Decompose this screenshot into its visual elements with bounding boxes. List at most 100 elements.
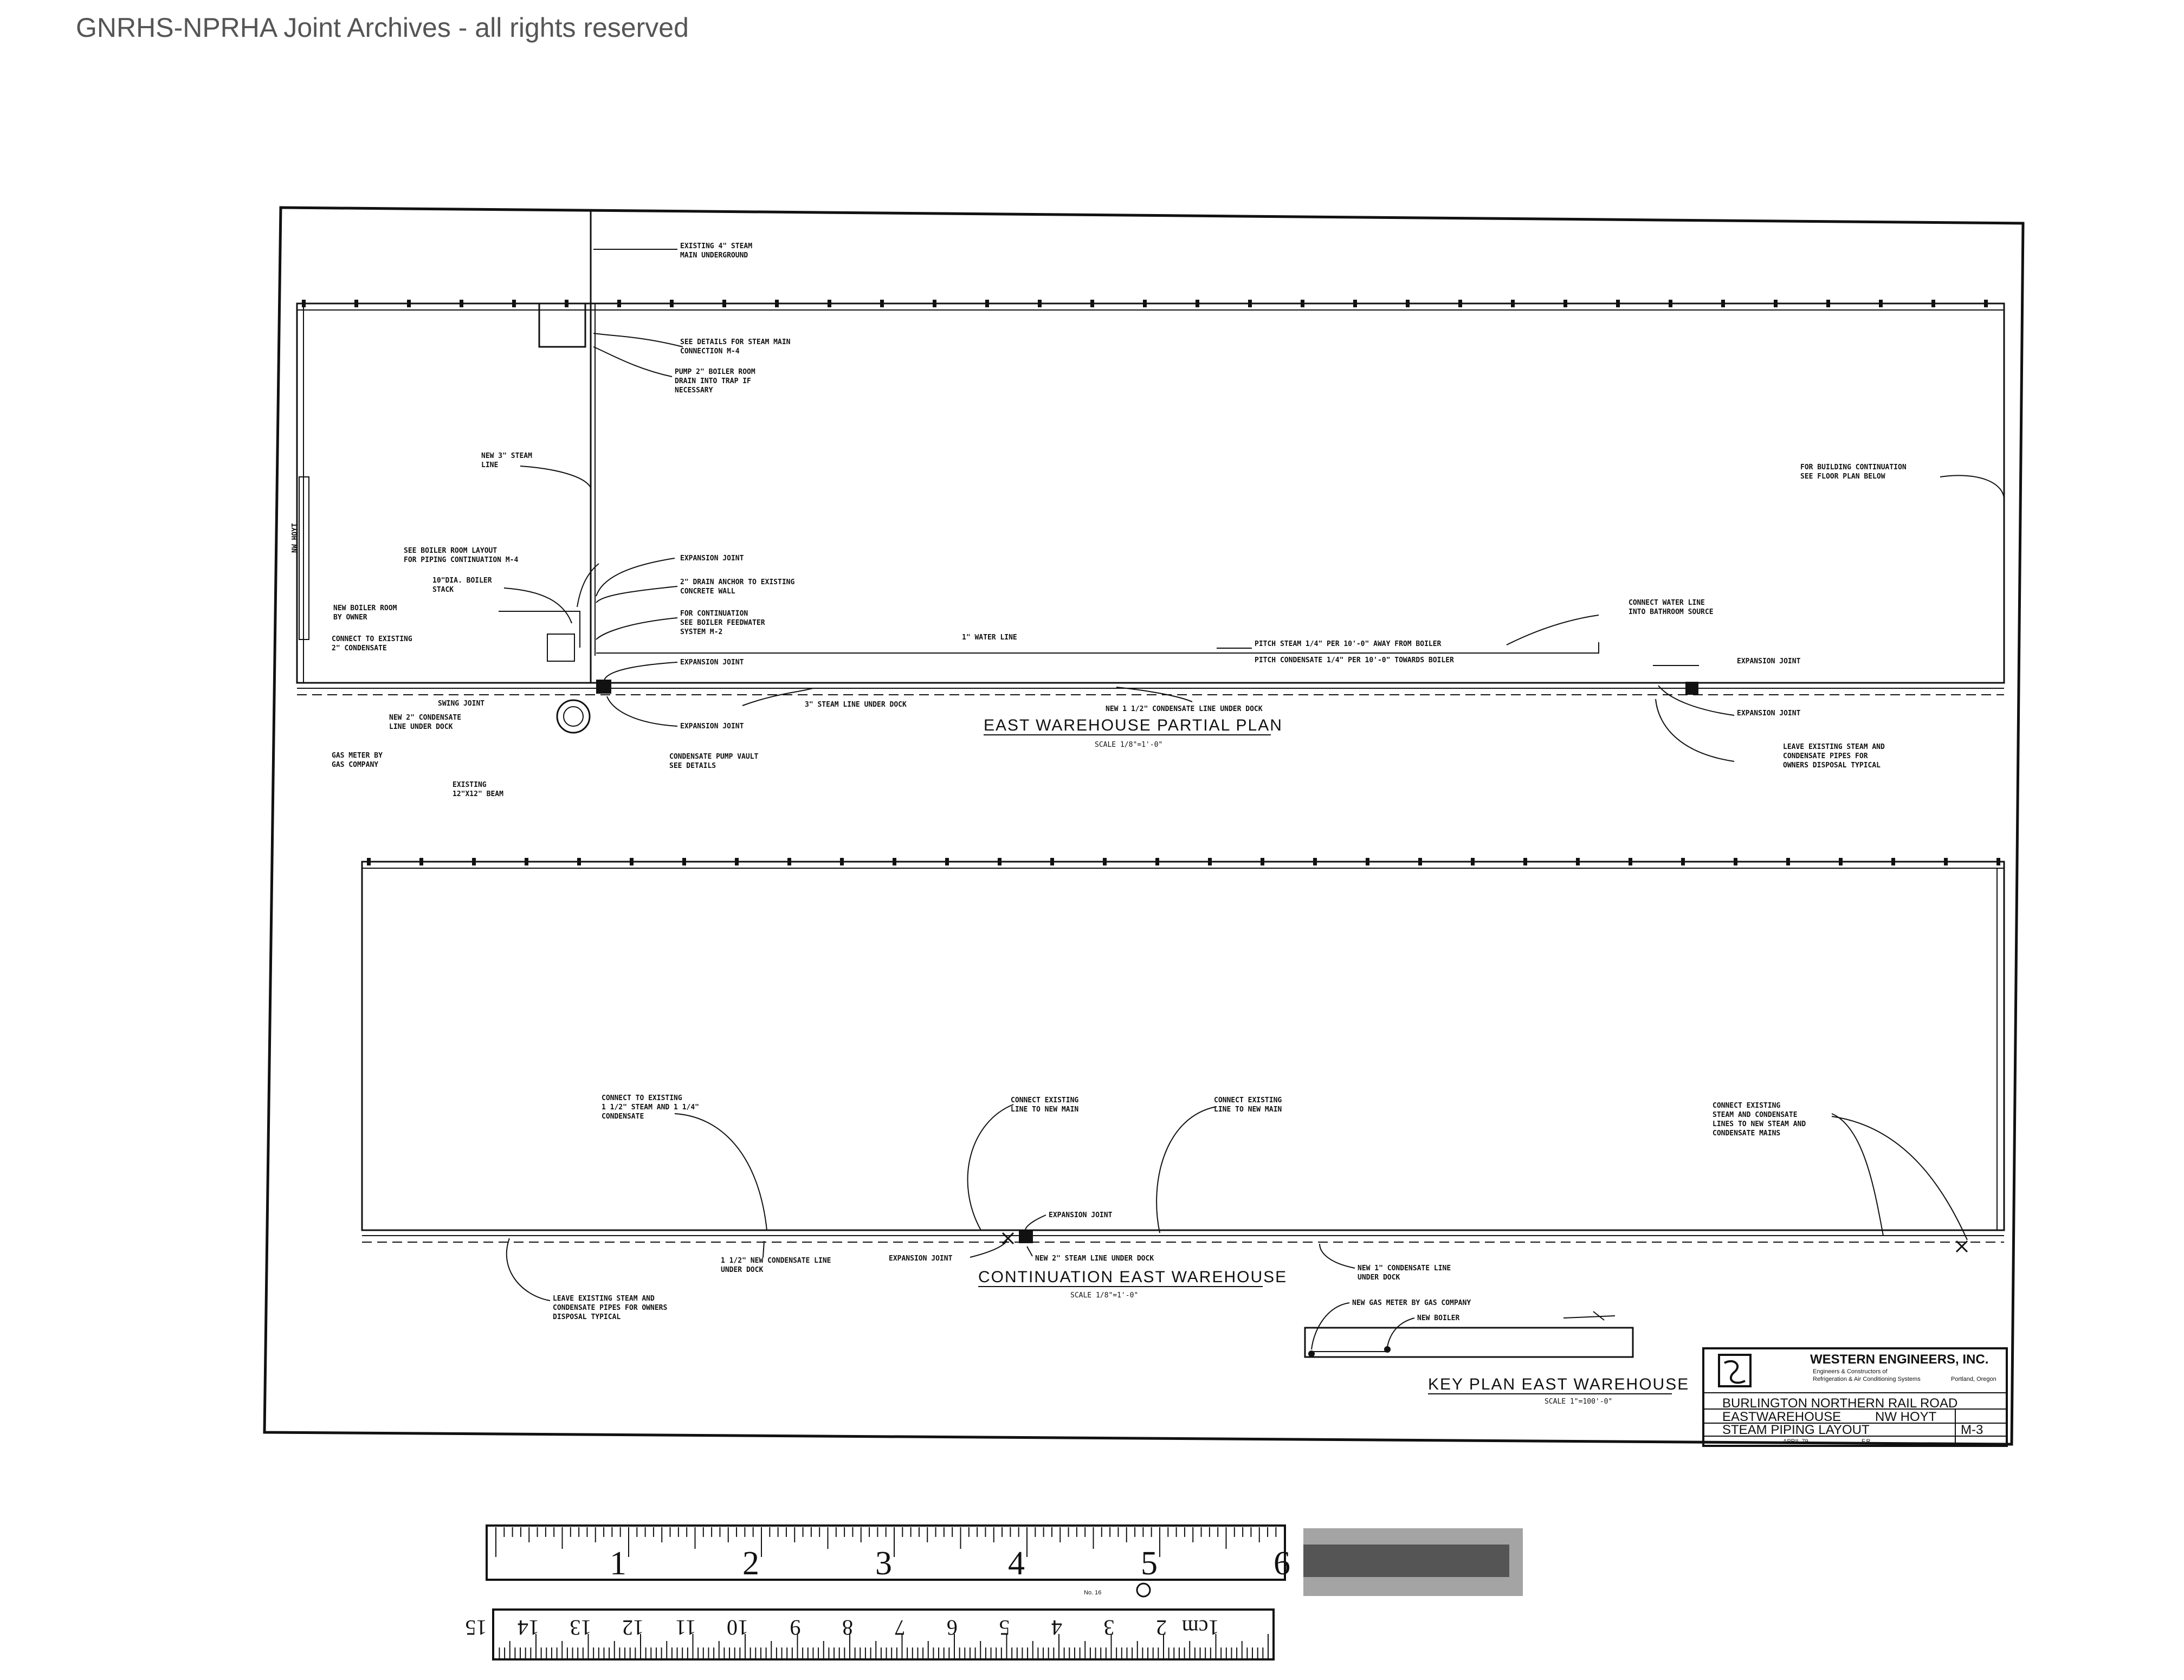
svg-text:CONDENSATE MAINS: CONDENSATE MAINS — [1713, 1129, 1780, 1138]
svg-text:SWING JOINT: SWING JOINT — [438, 700, 484, 708]
column-mark — [565, 300, 568, 307]
column-marks-bottom — [367, 858, 2000, 865]
ruler-inch-label: 3 — [875, 1545, 892, 1582]
column-mark — [630, 858, 634, 865]
svg-text:SEE BOILER ROOM LAYOUT: SEE BOILER ROOM LAYOUT — [404, 547, 497, 555]
column-mark — [998, 858, 1001, 865]
project-line2a: EASTWAREHOUSE — [1722, 1410, 1841, 1424]
svg-text:GAS METER BY: GAS METER BY — [332, 752, 383, 760]
column-mark — [419, 858, 423, 865]
column-mark — [1523, 858, 1527, 865]
svg-text:PITCH STEAM 1/4" PER 10'-0" AW: PITCH STEAM 1/4" PER 10'-0" AWAY FROM BO… — [1255, 640, 1442, 648]
column-mark — [1774, 300, 1778, 307]
column-mark — [367, 858, 371, 865]
column-mark — [1038, 300, 1042, 307]
column-mark — [1418, 858, 1422, 865]
svg-text:DISPOSAL TYPICAL: DISPOSAL TYPICAL — [553, 1313, 621, 1321]
column-mark — [682, 858, 686, 865]
svg-text:CONNECT EXISTING: CONNECT EXISTING — [1214, 1096, 1282, 1104]
ruler-cm-label: 3 — [1104, 1616, 1115, 1640]
column-mark — [1406, 300, 1410, 307]
column-mark — [1050, 858, 1054, 865]
column-mark — [1879, 300, 1883, 307]
svg-text:INTO BATHROOM SOURCE: INTO BATHROOM SOURCE — [1629, 608, 1714, 616]
svg-text:GAS COMPANY: GAS COMPANY — [332, 761, 378, 769]
svg-text:EXISTING: EXISTING — [453, 781, 487, 789]
ruler-inch-label: 6 — [1274, 1545, 1290, 1582]
column-mark — [1511, 300, 1515, 307]
column-mark — [1155, 858, 1159, 865]
column-mark — [1313, 858, 1317, 865]
svg-text:LINE TO NEW MAIN: LINE TO NEW MAIN — [1214, 1106, 1282, 1114]
continuation-outline — [361, 861, 2005, 1231]
column-mark — [460, 300, 463, 307]
svg-text:DRAIN INTO TRAP IF: DRAIN INTO TRAP IF — [675, 377, 751, 385]
column-mark — [512, 300, 516, 307]
column-mark — [1629, 858, 1632, 865]
column-mark — [775, 300, 779, 307]
column-mark — [735, 858, 739, 865]
column-mark — [1366, 858, 1369, 865]
column-mark — [1090, 300, 1094, 307]
column-mark — [1576, 858, 1580, 865]
archive-watermark: GNRHS-NPRHA Joint Archives - all rights … — [76, 12, 689, 43]
svg-text:3" STEAM LINE UNDER DOCK: 3" STEAM LINE UNDER DOCK — [805, 701, 907, 709]
column-mark — [880, 300, 884, 307]
ruler-cm-label: 11 — [675, 1616, 696, 1640]
svg-text:NEW 2" STEAM LINE UNDER DOCK: NEW 2" STEAM LINE UNDER DOCK — [1035, 1255, 1154, 1263]
svg-text:OWNERS DISPOSAL TYPICAL: OWNERS DISPOSAL TYPICAL — [1783, 761, 1881, 770]
column-mark — [840, 858, 844, 865]
svg-text:MAIN UNDERGROUND: MAIN UNDERGROUND — [680, 251, 748, 260]
column-mark — [1931, 300, 1935, 307]
svg-text:PITCH CONDENSATE 1/4" PER 10'-: PITCH CONDENSATE 1/4" PER 10'-0" TOWARDS… — [1255, 656, 1454, 664]
svg-text:PUMP 2" BOILER ROOM: PUMP 2" BOILER ROOM — [675, 368, 755, 376]
svg-text:10"DIA. BOILER: 10"DIA. BOILER — [432, 577, 492, 585]
svg-text:NEW 3" STEAM: NEW 3" STEAM — [481, 452, 532, 460]
svg-text:1" WATER LINE: 1" WATER LINE — [962, 634, 1017, 642]
svg-text:1 1/2" NEW CONDENSATE LINE: 1 1/2" NEW CONDENSATE LINE — [721, 1257, 831, 1265]
column-mark — [1196, 300, 1199, 307]
svg-text:Refrigeration & Air Conditioni: Refrigeration & Air Conditioning Systems — [1813, 1376, 1921, 1382]
svg-text:SEE BOILER FEEDWATER: SEE BOILER FEEDWATER — [680, 619, 765, 627]
ruler-inch-label: 4 — [1008, 1545, 1025, 1582]
svg-text:EXPANSION JOINT: EXPANSION JOINT — [1049, 1211, 1113, 1219]
partial-plan-title: EAST WAREHOUSE PARTIAL PLAN — [984, 716, 1283, 734]
svg-text:CONDENSATE PUMP VAULT: CONDENSATE PUMP VAULT — [669, 753, 759, 761]
svg-text:SEE FLOOR PLAN BELOW: SEE FLOOR PLAN BELOW — [1800, 473, 1885, 481]
column-mark — [1786, 858, 1790, 865]
column-mark — [407, 300, 411, 307]
svg-text:NEW 1 1/2" CONDENSATE LINE UND: NEW 1 1/2" CONDENSATE LINE UNDER DOCK — [1106, 705, 1263, 713]
column-mark — [1616, 300, 1620, 307]
svg-text:2" DRAIN ANCHOR TO EXISTING: 2" DRAIN ANCHOR TO EXISTING — [680, 578, 794, 586]
svg-text:STACK: STACK — [432, 586, 454, 594]
firm-name: WESTERN ENGINEERS, INC. — [1810, 1352, 1988, 1367]
svg-text:LINE: LINE — [481, 461, 498, 469]
key-plan-title: KEY PLAN EAST WAREHOUSE — [1428, 1375, 1689, 1393]
svg-text:LINE UNDER DOCK: LINE UNDER DOCK — [389, 723, 453, 731]
column-mark — [1301, 300, 1304, 307]
svg-text:STEAM AND CONDENSATE: STEAM AND CONDENSATE — [1713, 1111, 1798, 1119]
column-mark — [525, 858, 528, 865]
partial-plan-scale: SCALE 1/8"=1'-0" — [1095, 741, 1162, 749]
ruler-cm-label: 14 — [518, 1616, 539, 1640]
svg-text:CONNECT TO EXISTING: CONNECT TO EXISTING — [602, 1094, 682, 1102]
column-mark — [1458, 300, 1462, 307]
partial-plan: NW HOYT EXISTING 4" STEAM MAIN UNDERG — [291, 211, 2005, 798]
svg-text:NEW GAS METER BY GAS COMPANY: NEW GAS METER BY GAS COMPANY — [1352, 1299, 1471, 1307]
ruler-cm-label: 8 — [842, 1616, 853, 1640]
column-mark — [1353, 300, 1357, 307]
ruler-inch-label: 2 — [742, 1545, 759, 1582]
column-mark — [1944, 858, 1948, 865]
continuation-title: CONTINUATION EAST WAREHOUSE — [978, 1268, 1287, 1286]
svg-text:CONNECT TO EXISTING: CONNECT TO EXISTING — [332, 635, 412, 643]
column-mark — [670, 300, 674, 307]
ruler-inch-label: 1 — [610, 1545, 626, 1582]
svg-text:NEW 2" CONDENSATE: NEW 2" CONDENSATE — [389, 714, 461, 722]
svg-text:FOR PIPING CONTINUATION M-4: FOR PIPING CONTINUATION M-4 — [404, 556, 518, 564]
svg-text:SEE DETAILS FOR STEAM MAIN: SEE DETAILS FOR STEAM MAIN — [680, 338, 791, 346]
svg-text:FOR BUILDING CONTINUATION: FOR BUILDING CONTINUATION — [1800, 463, 1907, 471]
column-mark — [933, 300, 936, 307]
svg-text:EXISTING 4" STEAM: EXISTING 4" STEAM — [680, 242, 752, 250]
svg-text:CONCRETE WALL: CONCRETE WALL — [680, 587, 735, 596]
